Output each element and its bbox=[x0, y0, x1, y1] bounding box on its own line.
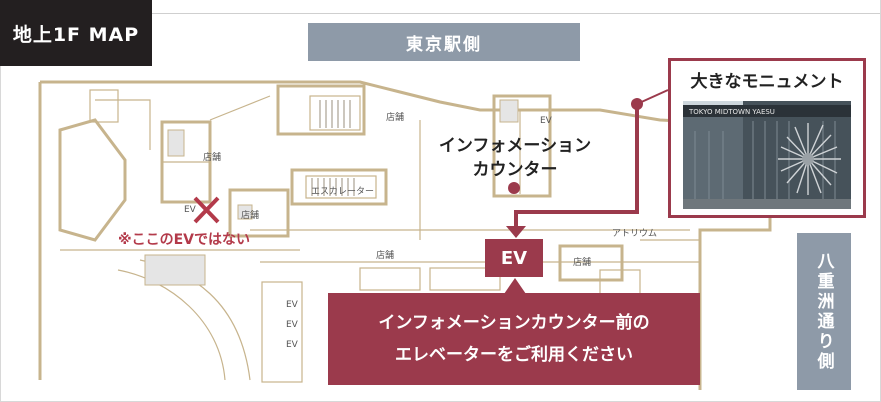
store-label-1: 店舗 bbox=[203, 153, 222, 163]
monument-title: 大きなモニュメント bbox=[690, 72, 844, 92]
monument-photo: TOKYO MIDTOWN YAESU bbox=[683, 101, 851, 209]
store-label-2: 店舗 bbox=[386, 113, 405, 123]
ev-label-wrong: EV bbox=[184, 205, 196, 215]
not-this-ev-notice: ※ここのEVではない bbox=[118, 232, 251, 248]
store-label-3: 店舗 bbox=[241, 211, 260, 221]
info-counter-line1: インフォメーション bbox=[438, 136, 592, 156]
info-counter-label: インフォメーション カウンター bbox=[430, 134, 600, 182]
monument-location-marker bbox=[631, 98, 643, 110]
monument-photo-card: 大きなモニュメント TOKYO MIDTOWN YAESU bbox=[668, 58, 866, 218]
callout-line1: インフォメーションカウンター前の bbox=[378, 313, 650, 333]
monument-sign-text: TOKYO MIDTOWN YAESU bbox=[688, 108, 775, 116]
atrium-label: アトリウム bbox=[612, 229, 658, 239]
ev-label-core: EV bbox=[540, 116, 552, 126]
map-title: 地上1F MAP bbox=[0, 0, 152, 66]
ev-label-lower-1: EV bbox=[286, 300, 298, 310]
ev-label-lower-3: EV bbox=[286, 340, 298, 350]
store-label-5: 店舗 bbox=[573, 258, 592, 268]
ev-label-lower-2: EV bbox=[286, 320, 298, 330]
top-divider bbox=[152, 13, 880, 14]
store-label-4: 店舗 bbox=[376, 251, 395, 261]
wrong-ev-cross-icon bbox=[193, 196, 220, 224]
info-counter-marker bbox=[508, 182, 520, 194]
tokyo-station-side-label: 東京駅側 bbox=[308, 23, 580, 61]
yaesu-street-side-label: 八重洲通り側 bbox=[797, 233, 851, 390]
escalator-label: エスカレーター bbox=[311, 187, 375, 197]
target-ev-marker: EV bbox=[485, 239, 543, 277]
callout-line2: エレベーターをご利用ください bbox=[395, 345, 633, 365]
instruction-callout: インフォメーションカウンター前の エレベーターをご利用ください bbox=[328, 293, 700, 385]
info-counter-line2: カウンター bbox=[472, 160, 558, 180]
